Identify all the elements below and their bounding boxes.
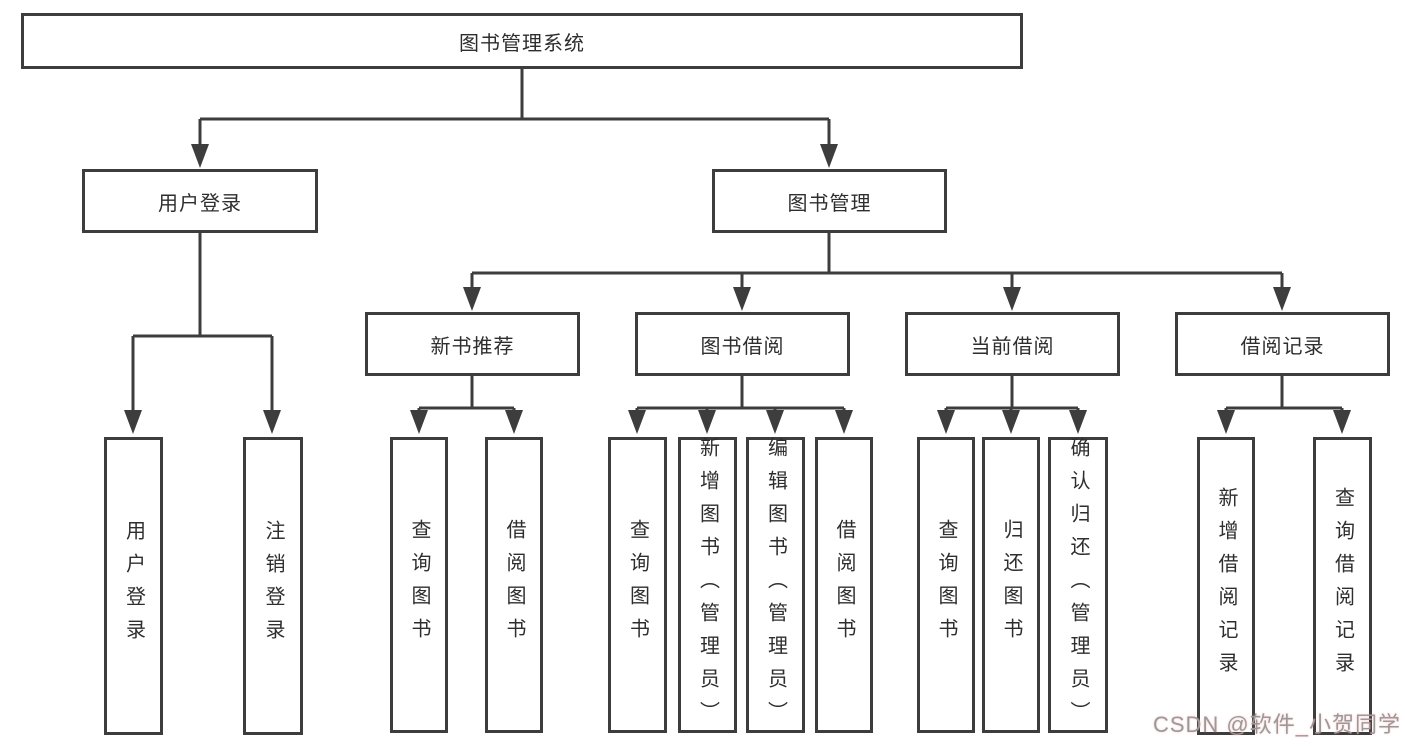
leaf-add-book-admin-label: 新增图书（管理员） [696,436,719,734]
node-user-login-label: 用户登录 [158,192,242,215]
leaf-logout: 注销登录 [243,437,303,735]
leaf-borrow-query-books: 查询图书 [608,437,667,733]
node-library-system: 图书管理系统 [21,13,1023,69]
leaf-recommend-borrow-books: 借阅图书 [485,437,543,733]
node-current-borrow-label: 当前借阅 [970,335,1055,358]
leaf-recommend-query-books: 查询图书 [390,437,448,733]
leaf-edit-book-admin: 编辑图书（管理员） [746,436,805,734]
leaf-add-book-admin: 新增图书（管理员） [678,436,737,734]
node-borrow-records-label: 借阅记录 [1240,335,1325,358]
leaf-add-borrow-record: 新增借阅记录 [1197,437,1255,735]
leaf-user-login: 用户登录 [104,437,163,735]
node-borrow-records: 借阅记录 [1175,312,1390,376]
csdn-watermark: CSDN @软件_小贺同学 [1152,712,1401,737]
leaf-confirm-return-admin-label: 确认归还（管理员） [1067,436,1089,734]
leaf-recommend-query-books-label: 查询图书 [408,519,430,651]
node-current-borrow: 当前借阅 [905,312,1120,376]
node-book-borrow-label: 图书借阅 [700,335,785,358]
node-new-book-recommend: 新书推荐 [365,312,580,376]
leaf-current-query-books-label: 查询图书 [935,519,957,651]
node-book-borrow: 图书借阅 [635,312,850,376]
leaf-recommend-borrow-books-label: 借阅图书 [503,519,525,651]
leaf-current-query-books: 查询图书 [917,437,975,733]
node-new-book-recommend-label: 新书推荐 [430,335,515,358]
leaf-return-book: 归还图书 [982,437,1040,733]
node-library-system-label: 图书管理系统 [459,32,585,55]
leaf-edit-book-admin-label: 编辑图书（管理员） [764,436,787,734]
leaf-return-book-label: 归还图书 [1000,519,1022,651]
leaf-confirm-return-admin: 确认归还（管理员） [1048,436,1108,734]
leaf-logout-label: 注销登录 [262,520,284,652]
node-user-login: 用户登录 [82,169,318,233]
node-book-management: 图书管理 [712,169,947,233]
leaf-borrow-book: 借阅图书 [815,437,873,733]
leaf-borrow-query-books-label: 查询图书 [626,519,649,651]
leaf-borrow-book-label: 借阅图书 [833,519,855,651]
leaf-add-borrow-record-label: 新增借阅记录 [1215,487,1237,685]
leaf-query-borrow-record-label: 查询借阅记录 [1331,487,1354,685]
node-book-management-label: 图书管理 [787,192,872,215]
leaf-query-borrow-record: 查询借阅记录 [1313,437,1372,735]
leaf-user-login-label: 用户登录 [122,520,145,652]
